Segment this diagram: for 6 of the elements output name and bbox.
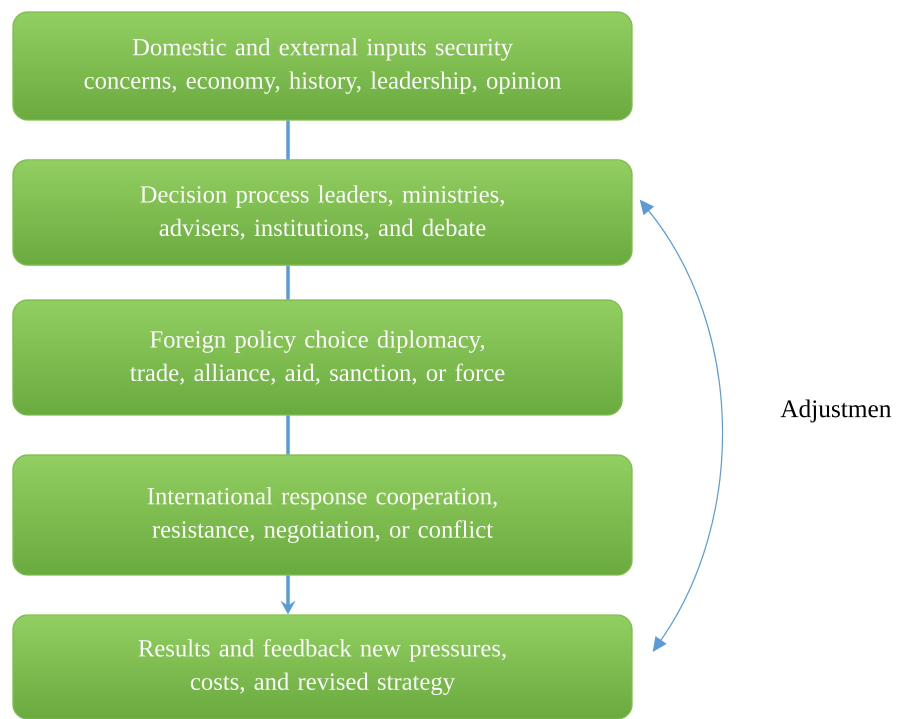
- process-box: Foreign policy choice diplomacy, trade, alliance, aid, sanction, or force: [12, 299, 623, 416]
- process-box: Decision process leaders, ministries, advisers, institutions, and debate: [12, 159, 633, 266]
- side-label: Adjustmen: [780, 400, 892, 422]
- process-box: Results and feedback new pressures, costs, and revised strategy: [12, 614, 633, 719]
- process-box: Domestic and external inputs security concerns, economy, history, leadership, opinion: [12, 11, 633, 121]
- process-box: International response cooperation, resistance, negotiation, or conflict: [12, 454, 633, 576]
